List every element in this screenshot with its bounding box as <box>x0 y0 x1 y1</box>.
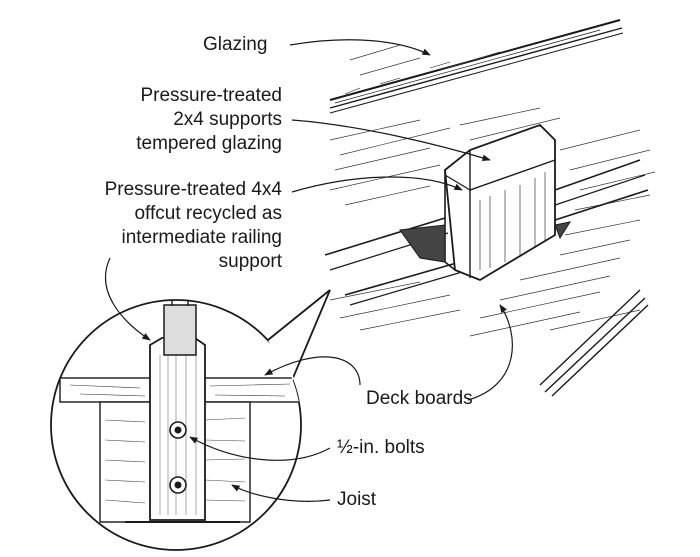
label-2x4-line-3: tempered glazing <box>136 133 282 154</box>
leader-deck-upper <box>264 356 361 386</box>
leader-4x4 <box>291 176 463 193</box>
support-2x4-rail <box>324 159 649 306</box>
label-2x4-supports: Pressure-treated 2x4 supports tempered g… <box>136 84 282 156</box>
leader-glazing <box>289 39 431 56</box>
label-bolts: ½-in. bolts <box>337 437 425 458</box>
label-4x4-line-4: support <box>218 251 282 272</box>
leader-2x4 <box>291 119 491 162</box>
bolt-lower <box>169 476 187 494</box>
leader-deck-lower <box>467 304 513 401</box>
deck-surface-hatching <box>329 44 656 337</box>
leader-bolts <box>189 436 331 461</box>
glazing-panel <box>329 19 624 114</box>
label-deck-boards: Deck boards <box>366 388 473 409</box>
label-4x4-line-1: Pressure-treated 4x4 <box>104 179 282 200</box>
leader-joist <box>231 484 331 502</box>
label-4x4-line-3: intermediate railing <box>121 227 282 248</box>
label-2x4-line-1: Pressure-treated <box>140 85 282 106</box>
post-4x4-block <box>399 123 572 282</box>
label-joist: Joist <box>337 489 377 510</box>
label-4x4-line-2: offcut recycled as <box>134 203 282 224</box>
label-4x4-offcut: Pressure-treated 4x4 offcut recycled as … <box>105 178 282 274</box>
bolt-upper <box>169 421 187 439</box>
glazing-support-section <box>163 304 197 356</box>
label-2x4-line-2: 2x4 supports <box>173 109 282 130</box>
label-glazing: Glazing <box>203 34 268 55</box>
deck-edge <box>539 289 649 397</box>
leader-4x4-detail <box>104 257 151 341</box>
